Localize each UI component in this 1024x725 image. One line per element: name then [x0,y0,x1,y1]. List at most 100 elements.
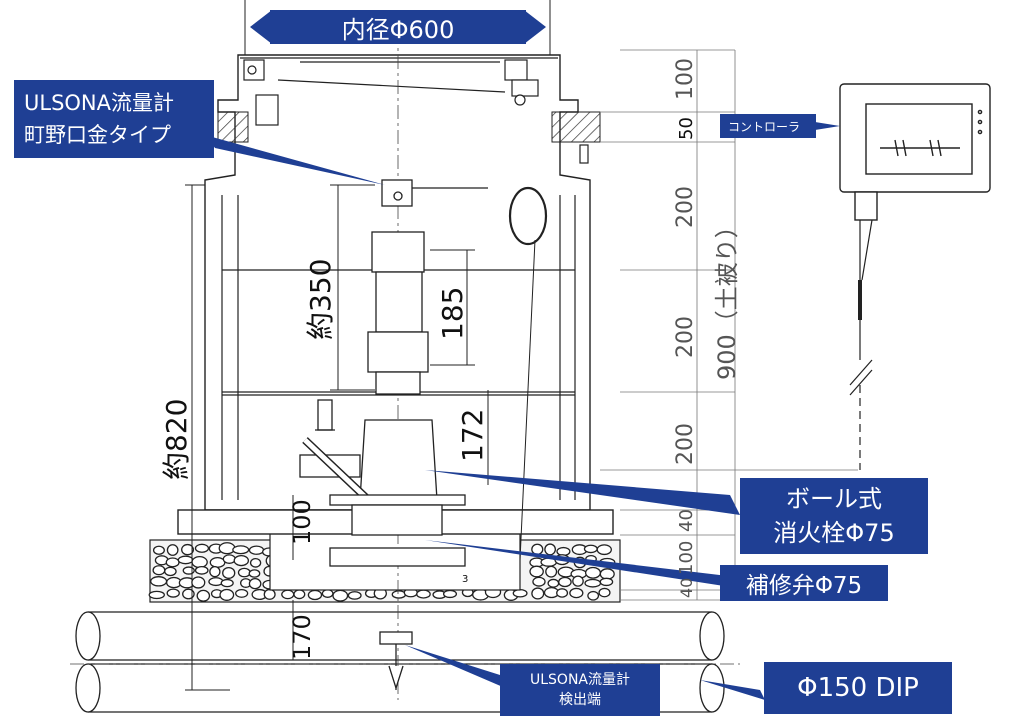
dim-185: 185 [436,287,469,340]
gravel-stone [209,557,226,568]
dim-172: 172 [456,409,489,462]
gravel-stone [531,543,544,556]
gravel-stone [220,578,234,588]
dim-right-200a: 200 [673,186,698,228]
gravel-stone [165,557,180,568]
gravel-stone [332,589,349,602]
callout-ball-hydrant-line2: 消火栓Φ75 [773,519,895,547]
gravel-stone [232,545,250,555]
gravel-stone [218,542,236,555]
gravel-stone [307,589,323,601]
gravel-stone [531,587,545,600]
gravel-stone [219,588,235,601]
callout-ulsona-top-line1: ULSONA流量計 [24,91,175,115]
gravel-stone [166,544,179,556]
callout-ball-hydrant-line1: ボール式 [786,485,882,513]
gravel-stone [529,565,544,578]
gravel-stone [558,576,572,588]
gravel-stone [584,578,602,588]
gravel-stone [191,555,208,569]
gravel-stone [544,543,556,556]
gravel-stone [263,588,276,600]
gravel-stone [556,588,569,598]
inner-diameter-arrow [244,0,551,55]
gravel-stone [281,589,295,600]
callout-pipe: Φ150 DIP [764,662,952,714]
gravel-stone [391,590,407,599]
gravel-stone [191,576,206,589]
gravel-stone [587,590,600,601]
dim-right-40: 40 [676,509,697,532]
gravel-stone [598,587,611,598]
gravel-stone [545,565,558,578]
gravel-stone [248,569,261,578]
gravel-stone [152,545,165,555]
callout-ulsona-top: ULSONA流量計 町野口金タイプ [14,80,214,158]
gravel-stone [599,568,615,580]
gravel-stone [599,577,614,587]
gravel-stone [182,588,195,600]
lid-hatch-left [217,111,249,143]
gravel-stone [572,575,584,587]
gravel-stone [233,554,249,567]
cable-loop [508,186,548,246]
dim-approx-820: 約820 [160,399,193,480]
callout-repair-valve: 補修弁Φ75 [720,565,888,601]
gravel-stone [194,565,209,575]
callout-ulsona-top-line2: 町野口金タイプ [24,123,171,147]
gravel-stone [182,566,195,575]
lid-mechanism [243,59,589,164]
gravel-stone [177,555,194,565]
lid-hatch-right [551,111,601,143]
gravel-stone [249,557,262,568]
gravel-stone [442,589,458,599]
gravel-stone [293,589,306,600]
gravel-stone [321,589,334,598]
gravel-stone [196,589,211,602]
controller-device [839,83,991,221]
gravel-stone [596,544,612,556]
gravel-stone [547,578,560,588]
dim-right-40b: 40 [677,578,696,598]
dim-small-3: 3 [462,574,468,585]
dim-right-200c: 200 [673,423,698,465]
gravel-stone [222,554,236,564]
gravel-stone [347,591,362,600]
gravel-stone [532,576,546,587]
callout-controller: コントローラ [720,114,816,138]
controller-cable [849,219,873,470]
dim-right-50: 50 [676,117,697,140]
gravel-stone [150,576,168,587]
gravel-stone [152,565,166,576]
gravel-stone [512,588,528,598]
gravel-stone [148,590,165,600]
gravel-stone [222,566,236,579]
hydrant-assembly [299,179,488,691]
dim-right-100: 100 [673,58,698,100]
gravel-stone [235,588,249,598]
gravel-stone [166,588,180,598]
callout-ulsona-sensor: ULSONA流量計 検出端 [500,664,660,716]
gravel-stone [569,587,584,599]
gravel-stone [209,565,221,578]
gravel-stone [248,545,265,555]
gravel-stone [416,589,431,599]
dim-100: 100 [288,499,316,545]
callout-ulsona-sensor-line2: 検出端 [559,692,601,708]
dim-approx-350: 約350 [304,259,337,340]
gravel-stone [194,543,210,553]
gravel-stone [583,544,598,554]
callout-ulsona-sensor-line1: ULSONA流量計 [529,672,630,688]
gravel-stone [584,566,601,579]
dim-170: 170 [288,614,316,660]
gravel-stone [164,566,177,577]
inner-diameter-label: 内径Φ600 [341,15,455,44]
gravel-stone [248,578,262,590]
gravel-stone [237,567,251,578]
dim-cover-depth: 900（土被り） [713,214,741,380]
callout-ball-hydrant: ボール式 消火栓Φ75 [740,478,928,554]
dim-right-100b: 100 [676,541,697,575]
gravel-stone [181,543,195,556]
